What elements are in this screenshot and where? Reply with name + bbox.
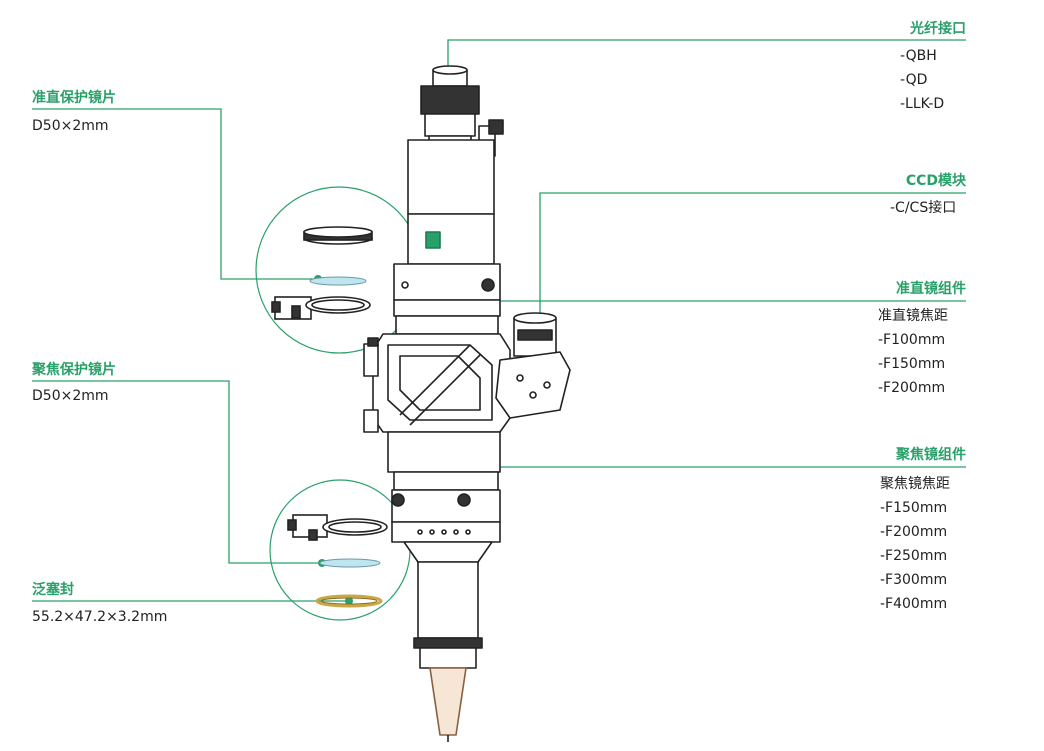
spec-line: -F150mm: [878, 356, 946, 372]
spec-line: -F200mm: [878, 380, 946, 396]
focus-assembly-title: 聚焦镜组件: [896, 447, 966, 463]
collimator-assembly-title: 准直镜组件: [896, 281, 966, 297]
focus-assembly-specs: 聚焦镜焦距 -F150mm -F200mm -F250mm -F300mm -F…: [880, 472, 950, 616]
spec-line: -QD: [900, 72, 928, 88]
spec-line: -C/CS接口: [890, 200, 957, 216]
fiber-interface-title: 光纤接口: [910, 21, 966, 37]
collimator-window-title: 准直保护镜片: [32, 90, 116, 106]
leader-fiber: [447, 39, 966, 112]
leader-ccd: [539, 192, 966, 322]
ccd-module-title: CCD模块: [905, 173, 966, 189]
seal-title: 泛塞封: [32, 582, 74, 598]
collimator-window-spec: D50×2mm: [32, 118, 109, 134]
spec-line: -F200mm: [880, 524, 948, 540]
spec-line: -F250mm: [880, 548, 948, 564]
leader-collimator-window: [32, 108, 318, 280]
spec-line: -F400mm: [880, 596, 948, 612]
ccd-module-specs: -C/CS接口: [890, 196, 956, 220]
collimator-assembly-specs: 准直镜焦距 -F100mm -F150mm -F200mm: [878, 304, 948, 400]
focus-window-detail: [269, 479, 411, 621]
spec-line: -F300mm: [880, 572, 948, 588]
fiber-interface-specs: -QBH -QD -LLK-D: [900, 44, 944, 116]
spec-line: -F100mm: [878, 332, 946, 348]
seal-spec: 55.2×47.2×3.2mm: [32, 609, 168, 625]
spec-line: 准直镜焦距: [878, 308, 948, 324]
focus-window-spec: D50×2mm: [32, 388, 109, 404]
spec-line: -LLK-D: [900, 96, 945, 112]
leader-focus-window: [32, 380, 322, 564]
spec-line: 聚焦镜焦距: [880, 476, 950, 492]
spec-line: -QBH: [900, 48, 937, 64]
laser-head-body: [363, 65, 571, 742]
spec-line: -F150mm: [880, 500, 948, 516]
focus-window-title: 聚焦保护镜片: [32, 362, 116, 378]
